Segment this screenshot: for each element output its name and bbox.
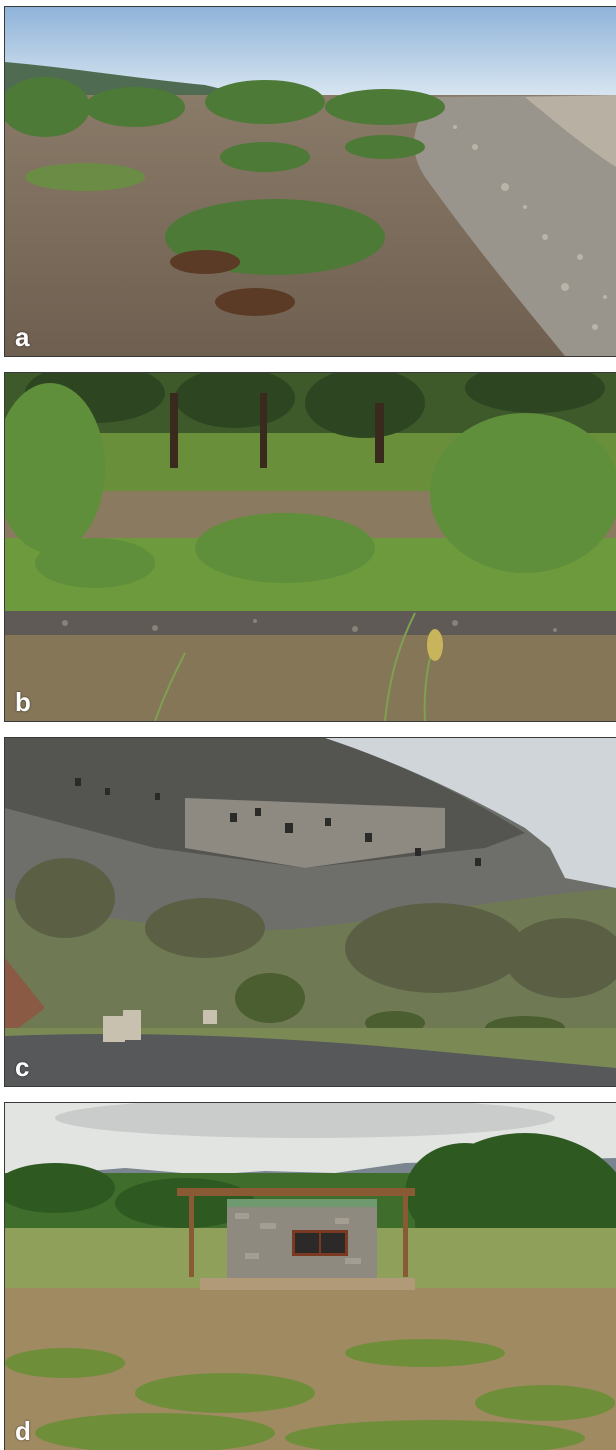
riverbank-sand-photo <box>5 7 616 356</box>
panel-label-b: b <box>15 687 31 717</box>
river-meadow-photo <box>5 373 616 721</box>
photo-panel-b: b <box>4 372 616 722</box>
panel-label-c: c <box>15 1052 30 1082</box>
panel-label-d: d <box>15 1416 31 1446</box>
stone-hut-photo <box>5 1103 616 1450</box>
photo-panel-a: a <box>4 6 616 357</box>
panel-label-a: a <box>15 322 30 352</box>
cliff-caves-photo <box>5 738 616 1086</box>
photo-panel-d: d <box>4 1102 616 1450</box>
photo-panel-c: c <box>4 737 616 1087</box>
